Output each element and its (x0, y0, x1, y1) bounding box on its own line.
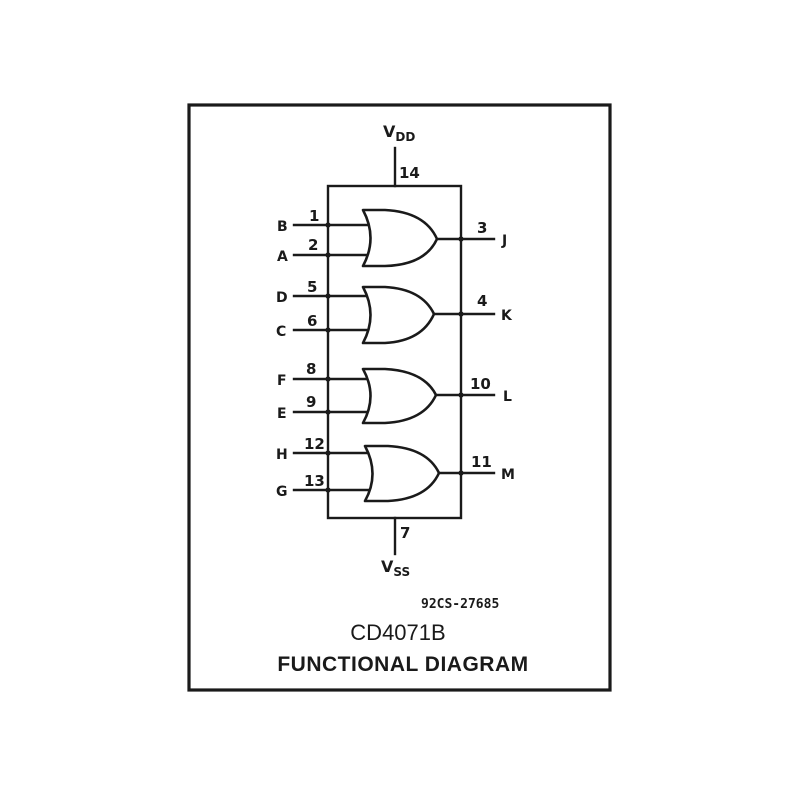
signal-label-f: F (277, 373, 287, 389)
pin-number-13: 13 (304, 472, 325, 490)
signal-label-g: G (276, 484, 288, 500)
signal-label-m: M (501, 467, 515, 483)
or-gate-4: H G 12 13 11 M (276, 435, 515, 503)
pin-number-2: 2 (308, 236, 318, 254)
junction-dot (458, 392, 464, 398)
vss-pin-number: 7 (400, 524, 410, 542)
signal-label-a: A (277, 249, 288, 265)
or-gate-3: F E 8 9 10 L (277, 360, 512, 425)
junction-dot (325, 293, 331, 299)
junction-dot (325, 327, 331, 333)
pin-number-5: 5 (307, 278, 317, 296)
pin-number-3: 3 (477, 219, 487, 237)
or-gate-symbol (361, 208, 439, 268)
signal-label-d: D (276, 290, 288, 306)
pin-number-12: 12 (304, 435, 325, 453)
diagram-title: FUNCTIONAL DIAGRAM (277, 653, 528, 676)
or-gate-symbol (363, 444, 441, 503)
pin-number-9: 9 (306, 393, 316, 411)
pin-number-1: 1 (309, 207, 319, 225)
pin-number-10: 10 (470, 375, 491, 393)
figure-code: 92CS-27685 (421, 597, 499, 612)
signal-label-k: K (501, 308, 513, 324)
or-gate-2: D C 5 6 4 K (276, 278, 513, 345)
junction-dot (325, 376, 331, 382)
or-gate-symbol (361, 367, 438, 425)
pin-number-6: 6 (307, 312, 317, 330)
junction-dot (458, 311, 464, 317)
outer-frame (187, 103, 612, 692)
vdd-pin-number: 14 (399, 164, 420, 182)
pin-number-8: 8 (306, 360, 316, 378)
junction-dot (325, 409, 331, 415)
junction-dot (325, 222, 331, 228)
vss-label: VSS (381, 557, 410, 579)
junction-dot (458, 470, 464, 476)
vdd-supply: VDD 14 (383, 122, 420, 188)
junction-dot (325, 450, 331, 456)
junction-dot (325, 487, 331, 493)
signal-label-l: L (503, 389, 512, 405)
signal-label-h: H (276, 447, 288, 463)
signal-label-b: B (277, 219, 288, 235)
vss-supply: VSS 7 (381, 516, 410, 579)
junction-dot (458, 236, 464, 242)
junction-dot (325, 252, 331, 258)
part-number: CD4071B (350, 620, 445, 645)
or-gate-symbol (361, 285, 436, 345)
signal-label-j: J (501, 233, 507, 249)
pin-number-4: 4 (477, 292, 487, 310)
vdd-label: VDD (383, 122, 415, 144)
signal-label-e: E (277, 406, 287, 422)
or-gate-1: B A 1 2 3 J (277, 207, 507, 268)
signal-label-c: C (276, 324, 286, 340)
pin-number-11: 11 (471, 453, 492, 471)
